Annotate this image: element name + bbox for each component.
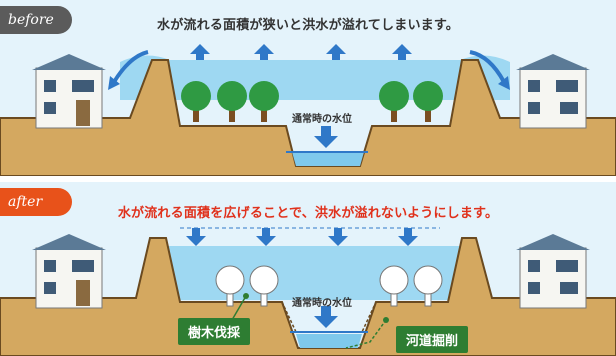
normal-water — [296, 334, 362, 348]
down-arrow-icon — [398, 228, 418, 246]
tree-felling-callout: 樹木伐採 — [178, 318, 251, 345]
after-badge: after — [0, 188, 72, 216]
after-water-level-label: 通常時の水位 — [292, 298, 352, 309]
tree — [181, 81, 211, 122]
riverbank-earth — [0, 59, 616, 176]
tree — [413, 81, 443, 122]
down-arrow-icon — [314, 306, 338, 328]
overflow-arrow-left-icon — [112, 50, 149, 84]
down-arrow-icon — [314, 126, 338, 148]
down-arrow-icon — [186, 228, 206, 246]
house-left — [32, 234, 106, 309]
tree — [217, 81, 247, 122]
overflow-arrow-right-icon — [469, 50, 506, 83]
channel-callout-pointer — [345, 319, 387, 349]
before-panel: before 水が流れる面積が狭いと洪水が溢れてしまいます。 通常時の水位 — [0, 0, 616, 176]
after-headline: 水が流れる面積を広げることで、洪水が溢れないようにします。 — [117, 206, 499, 221]
before-headline: 水が流れる面積が狭いと洪水が溢れてしまいます。 — [157, 18, 459, 33]
up-arrow-icon — [392, 44, 412, 60]
down-arrow-icon — [256, 228, 276, 246]
house-left — [32, 54, 106, 129]
felled-tree — [413, 265, 443, 307]
up-arrow-icon — [326, 44, 346, 60]
house-right — [516, 54, 590, 129]
up-arrow-icon — [190, 44, 210, 60]
felled-tree — [379, 265, 409, 307]
before-illustration — [0, 0, 616, 176]
flood-water — [120, 55, 510, 100]
channel-excavation-callout: 河道掘削 — [396, 326, 469, 353]
tree — [249, 81, 279, 122]
tree — [379, 81, 409, 122]
normal-water — [292, 152, 364, 166]
before-badge: before — [0, 6, 72, 34]
house-right — [516, 234, 590, 309]
felled-tree — [215, 265, 245, 307]
before-water-level-label: 通常時の水位 — [292, 114, 352, 125]
after-panel: after 水が流れる面積を広げることで、洪水が溢れないようにします。 通常時の… — [0, 182, 616, 356]
up-arrow-icon — [254, 44, 274, 60]
trees-callout-pointer — [231, 295, 247, 321]
felled-tree — [249, 265, 279, 307]
down-arrow-icon — [328, 228, 348, 246]
